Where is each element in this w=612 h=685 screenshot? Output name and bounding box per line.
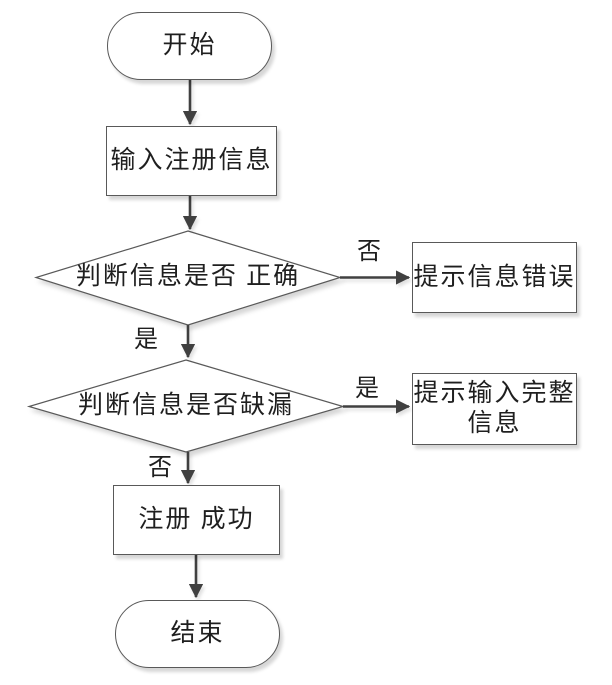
edge-label-correct-yes: 是 xyxy=(134,327,158,353)
node-input-info-label: 输入注册信息 xyxy=(110,147,273,174)
node-error-prompt-label: 提示信息错误 xyxy=(413,263,576,291)
decision-check-missing-text: 判断信息是否缺漏 xyxy=(77,392,294,419)
decision-check-correct-text: 判断信息是否 正确 xyxy=(75,263,301,290)
edge-label-missing-yes: 是 xyxy=(355,376,379,402)
node-start-label: 开始 xyxy=(162,32,217,59)
node-end: 结束 xyxy=(115,600,280,668)
node-start: 开始 xyxy=(107,12,272,80)
decision-check-missing-label: 判断信息是否缺漏 xyxy=(36,383,336,429)
decision-check-missing-shape xyxy=(26,359,346,453)
node-success: 注册 成功 xyxy=(113,485,280,555)
node-input-info: 输入注册信息 xyxy=(106,126,277,196)
node-complete-prompt-line2: 信息 xyxy=(467,410,522,437)
node-error-prompt: 提示信息错误 xyxy=(412,242,577,313)
node-complete-prompt-line1: 提示输入完整 xyxy=(413,380,576,407)
node-end-label: 结束 xyxy=(170,620,225,647)
node-complete-prompt: 提示输入完整 信息 xyxy=(412,373,577,445)
decision-check-correct-label: 判断信息是否 正确 xyxy=(38,254,338,300)
node-success-label: 注册 成功 xyxy=(138,506,255,533)
edge-label-missing-no: 否 xyxy=(148,455,172,481)
edge-label-correct-no: 否 xyxy=(357,239,381,265)
